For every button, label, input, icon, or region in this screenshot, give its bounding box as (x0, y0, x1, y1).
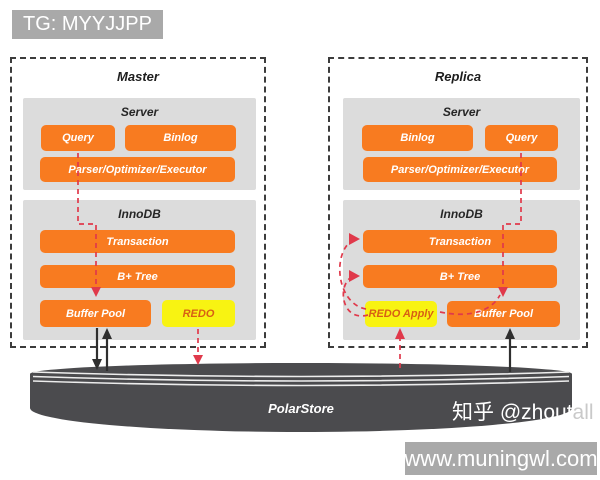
watermark-badge-top-left: TG: MYYJJPP (12, 10, 163, 39)
master-redo-block: REDO (162, 300, 235, 327)
zhihu-watermark-main: 知乎 @zhout (452, 401, 573, 424)
master-transaction-block: Transaction (40, 230, 235, 253)
master-server-section: Server Query Binlog Parser/Optimizer/Exe… (23, 98, 256, 190)
master-parser-optimizer-executor-block: Parser/Optimizer/Executor (40, 157, 235, 182)
master-btree-block: B+ Tree (40, 265, 235, 288)
watermark-badge-bottom-right: www.muningwl.com (404, 442, 598, 475)
master-innodb-section: InnoDB Transaction B+ Tree Buffer Pool R… (23, 200, 256, 340)
zhihu-watermark-tail: all (572, 401, 594, 424)
master-write-arrowhead (92, 359, 102, 370)
master-innodb-label: InnoDB (118, 207, 161, 221)
replica-btree-block: B+ Tree (363, 265, 557, 288)
replica-server-label: Server (442, 105, 481, 119)
replica-transaction-block: Transaction (363, 230, 557, 253)
replica-buffer-pool-block: Buffer Pool (447, 301, 560, 327)
cylinder-platter-stripes (32, 371, 570, 387)
replica-binlog-block: Binlog (362, 125, 473, 151)
polarstore-label: PolarStore (268, 401, 334, 416)
replica-innodb-label: InnoDB (440, 207, 483, 221)
replica-node-box: Replica Server Binlog Query Parser/Optim… (328, 57, 588, 348)
replica-query-block: Query (485, 125, 558, 151)
master-binlog-block: Binlog (125, 125, 236, 151)
replica-parser-optimizer-executor-block: Parser/Optimizer/Executor (363, 157, 557, 182)
replica-innodb-section: InnoDB Transaction B+ Tree REDO Apply Bu… (343, 200, 580, 340)
replica-server-section: Server Binlog Query Parser/Optimizer/Exe… (343, 98, 580, 190)
zhihu-watermark: 知乎 @zhoutall (452, 396, 594, 426)
master-buffer-pool-block: Buffer Pool (40, 300, 151, 327)
master-redo-arrowhead (193, 355, 203, 365)
master-server-label: Server (120, 105, 159, 119)
replica-redo-apply-block: REDO Apply (365, 301, 437, 327)
replica-title: Replica (434, 69, 482, 84)
master-title: Master (117, 69, 159, 84)
master-query-block: Query (41, 125, 115, 151)
master-node-box: Master Server Query Binlog Parser/Optimi… (10, 57, 266, 348)
